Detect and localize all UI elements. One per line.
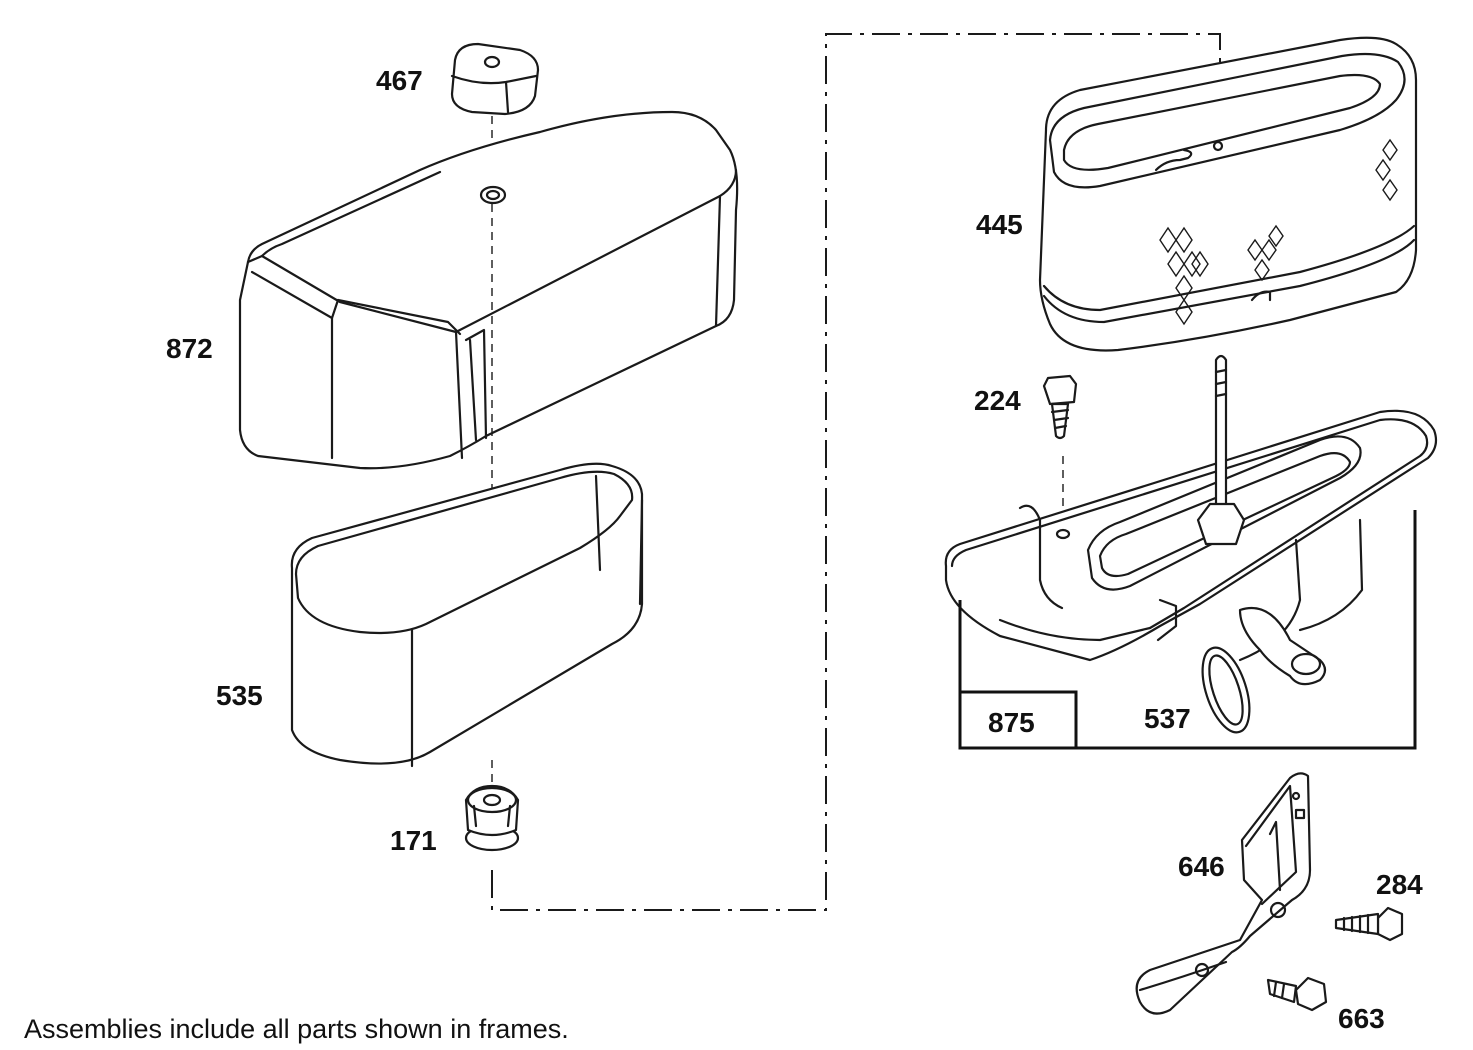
part-535-precleaner[interactable] [290,462,644,768]
label-872: 872 [166,333,213,364]
part-646-bracket[interactable] [1135,772,1312,1015]
label-frame-875 [960,690,1078,748]
part-663-screw[interactable] [1266,976,1328,1012]
label-646: 646 [1178,851,1225,882]
label-467: 467 [376,65,423,96]
part-445-filter[interactable] [1038,36,1418,352]
assembly-frame [958,510,1417,750]
part-467-knob[interactable] [450,42,540,116]
part-875-base-assembly[interactable] [944,354,1438,686]
label-224: 224 [974,385,1021,416]
label-284: 284 [1376,869,1423,900]
part-872-cover[interactable] [238,110,739,470]
part-224-screw[interactable] [1042,374,1078,440]
label-875: 875 [988,707,1035,738]
part-537-gasket[interactable] [1193,642,1258,738]
part-171-grommet[interactable] [464,784,520,852]
part-284-screw[interactable] [1334,906,1404,942]
label-537: 537 [1144,703,1191,734]
label-445: 445 [976,209,1023,240]
label-171: 171 [390,825,437,856]
frames-footnote: Assemblies include all parts shown in fr… [24,1014,569,1044]
label-535: 535 [216,680,263,711]
label-663: 663 [1338,1003,1385,1034]
